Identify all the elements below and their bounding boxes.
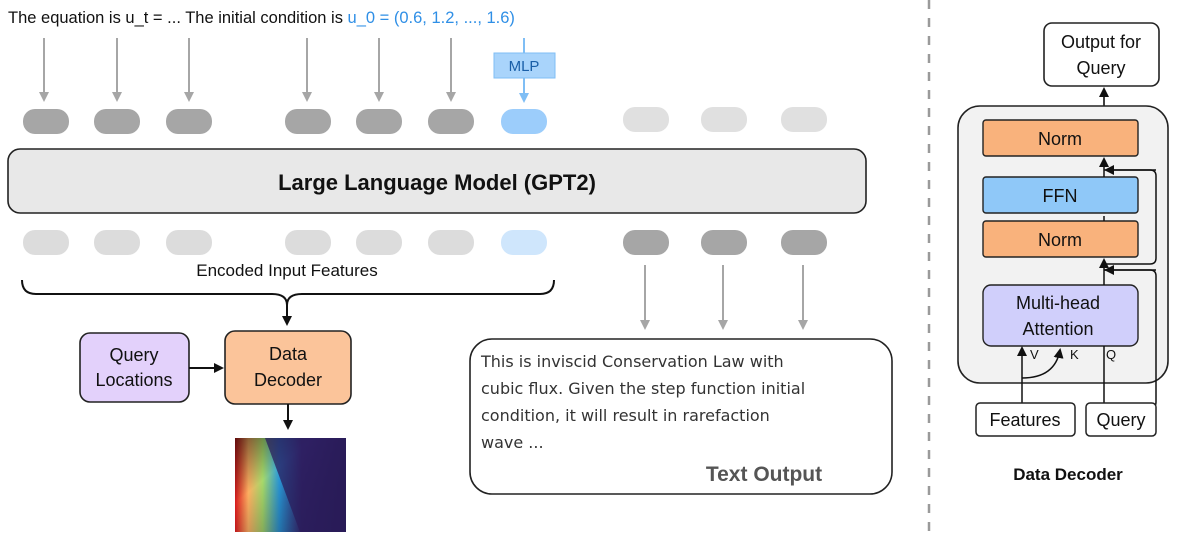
encoded-brace [21,279,555,306]
mlp-label: MLP [509,58,540,75]
input-token [356,109,402,134]
input-token [285,109,331,134]
q-label: Q [1106,347,1116,362]
v-label: V [1030,347,1039,362]
k-input-arrow [1021,348,1064,379]
generated-token [701,230,747,255]
query-label: Query [1096,410,1145,430]
output-token-placeholder [623,107,669,132]
generated-tokens [623,230,827,255]
attention-line2: Attention [1022,319,1093,339]
text-output-title: Text Output [706,463,822,486]
text-output-box [469,338,893,495]
norm-top-box [982,119,1139,157]
encoded-token [428,230,474,255]
output-arrows [640,265,808,330]
text-output-content: This is inviscid Conservation Law with c… [480,352,805,452]
data-decoder-box [224,330,352,405]
encoded-label: Encoded Input Features [196,261,377,280]
attention-line1: Multi-head [1016,293,1100,313]
input-token [94,109,140,134]
decoder-detail: Output for Query Norm FFN Norm Multi-hea… [957,22,1169,484]
generated-token [623,230,669,255]
encoded-tokens [23,230,547,255]
data-decoder-line1: Data [269,344,308,364]
output-token-placeholder [781,107,827,132]
query-box [1085,402,1157,437]
llm-block [7,148,867,214]
encoded-token [166,230,212,255]
generated-token [781,230,827,255]
encoded-token [285,230,331,255]
input-token [428,109,474,134]
text-output-line: wave ... [481,433,544,452]
output-token-placeholder [701,107,747,132]
text-output-line: condition, it will result in rarefaction [481,406,770,425]
input-token [23,109,69,134]
text-output-line: This is inviscid Conservation Law with [480,352,784,371]
input-arrows [39,38,456,102]
equation-prefix: The equation is u_t = ... The initial co… [8,9,348,27]
k-label: K [1070,347,1079,362]
query-locations-box [79,332,190,403]
solution-heatmap [235,438,346,532]
ffn-box [982,176,1139,214]
ffn-label: FFN [1043,186,1078,206]
input-tokens [23,107,827,134]
input-token [166,109,212,134]
initial-condition-highlight: u_0 = (0.6, 1.2, ..., 1.6) [348,9,515,27]
input-token-numeric [501,109,547,134]
text-output-line: cubic flux. Given the step function init… [481,379,805,398]
norm-top-label: Norm [1038,129,1082,149]
features-label: Features [989,410,1060,430]
query-locations-line1: Query [109,345,158,365]
encoded-token-numeric [501,230,547,255]
output-for-query-line1: Output for [1061,32,1141,52]
norm-bottom-label: Norm [1038,230,1082,250]
query-locations-line2: Locations [95,370,172,390]
output-for-query-box [1043,22,1160,87]
llm-label: Large Language Model (GPT2) [278,170,596,195]
norm-bottom-box [982,220,1139,258]
encoded-token [356,230,402,255]
features-box [975,402,1076,437]
attention-box [982,284,1139,347]
decoder-caption: Data Decoder [1013,465,1123,484]
mlp-box [493,52,556,79]
data-decoder-line2: Decoder [254,370,322,390]
output-for-query-line2: Query [1076,58,1125,78]
equation-text: The equation is u_t = ... The initial co… [8,9,515,27]
encoded-token [23,230,69,255]
encoded-token [94,230,140,255]
